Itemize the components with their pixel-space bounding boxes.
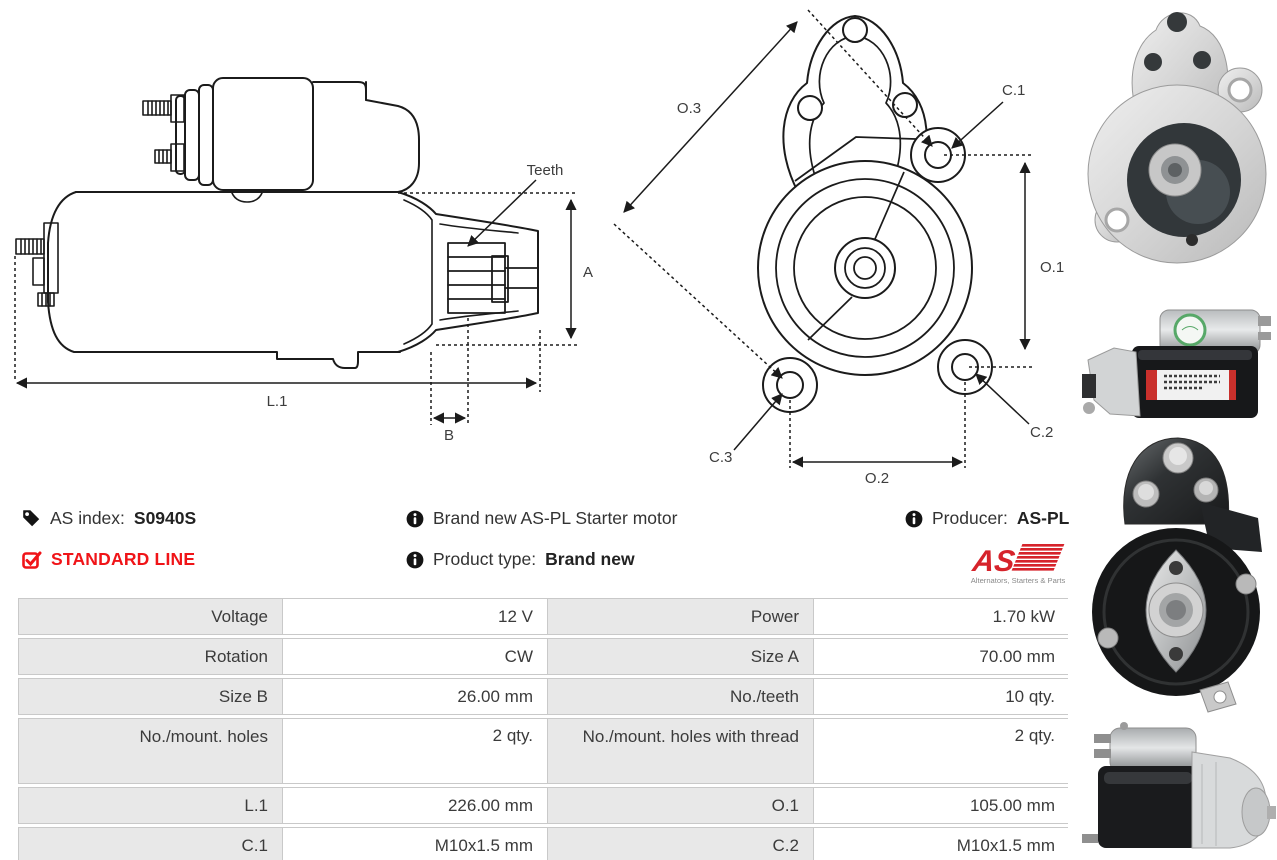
- spec-value: 70.00 mm: [814, 639, 1069, 674]
- dim-label-o3: O.3: [677, 100, 701, 117]
- spec-value: 2 qty.: [283, 719, 547, 783]
- logo-as-text: AS: [970, 545, 1017, 578]
- dim-label-b: B: [444, 427, 454, 444]
- product-type-value: Brand new: [545, 549, 635, 569]
- dim-label-c1: C.1: [1002, 82, 1025, 99]
- dim-label-a: A: [583, 264, 593, 281]
- starter-front-view-photo: [1087, 12, 1267, 264]
- spec-value: 2 qty.: [814, 719, 1069, 783]
- starter-side-view-photo: [1082, 309, 1271, 418]
- product-type-line: Product type: Brand new: [406, 549, 635, 570]
- spec-value: M10x1.5 mm: [283, 828, 547, 860]
- spec-label: No./mount. holes: [19, 719, 282, 783]
- spec-label: Size B: [19, 679, 282, 714]
- starter-rear-view-photo: [1092, 437, 1262, 713]
- spec-value: 26.00 mm: [283, 679, 547, 714]
- dim-label-l1: L.1: [267, 393, 288, 410]
- dim-label-c3: C.3: [709, 449, 732, 466]
- spec-value: 226.00 mm: [283, 788, 547, 823]
- spec-label: C.2: [548, 828, 813, 860]
- spec-value: M10x1.5 mm: [814, 828, 1069, 860]
- as-index-label: AS index:: [50, 508, 125, 528]
- dim-label-o2: O.2: [865, 470, 889, 487]
- brand-new-line: Brand new AS-PL Starter motor: [406, 508, 677, 529]
- producer-value: AS-PL: [1016, 508, 1070, 528]
- spec-label: No./teeth: [548, 679, 813, 714]
- spec-label: Power: [548, 599, 813, 634]
- spec-label: Size A: [548, 639, 813, 674]
- product-type-label: Product type:: [433, 549, 537, 569]
- starter-side-view-2-photo: [1082, 722, 1276, 849]
- brand-new-text: Brand new AS-PL Starter motor: [433, 508, 678, 528]
- spec-label: C.1: [19, 828, 282, 860]
- as-index-line: AS index: S0940S: [22, 508, 196, 529]
- info-icon: [406, 510, 424, 528]
- standard-line-label: STANDARD LINE: [51, 549, 196, 569]
- spec-value: CW: [283, 639, 547, 674]
- as-index-value: S0940S: [133, 508, 197, 528]
- spec-label: L.1: [19, 788, 282, 823]
- spec-label: Voltage: [19, 599, 282, 634]
- spec-value: 1.70 kW: [814, 599, 1069, 634]
- dim-label-teeth: Teeth: [527, 162, 564, 179]
- producer-line: Producer: AS-PL: [905, 508, 1069, 529]
- info-icon: [905, 510, 923, 528]
- spec-value: 105.00 mm: [814, 788, 1069, 823]
- spec-value: 10 qty.: [814, 679, 1069, 714]
- front-view-diagram: O.3 C.1 O.1 C.2 C.3 O.2: [613, 9, 1064, 487]
- dim-label-o1: O.1: [1040, 259, 1064, 276]
- spec-value: 12 V: [283, 599, 547, 634]
- spec-label: Rotation: [19, 639, 282, 674]
- as-pl-logo: AS Alternators, Starters & Parts: [966, 540, 1070, 588]
- tag-icon: [22, 509, 41, 528]
- dim-label-c2: C.2: [1030, 424, 1053, 441]
- checkbox-icon: [22, 550, 42, 570]
- standard-line-badge: STANDARD LINE: [22, 549, 195, 570]
- logo-subtext: Alternators, Starters & Parts: [971, 576, 1066, 585]
- spec-label: No./mount. holes with thread: [548, 719, 813, 783]
- side-view-diagram: Teeth A L.1 B: [14, 77, 593, 444]
- info-icon: [406, 551, 424, 569]
- producer-label: Producer:: [932, 508, 1008, 528]
- spec-label: O.1: [548, 788, 813, 823]
